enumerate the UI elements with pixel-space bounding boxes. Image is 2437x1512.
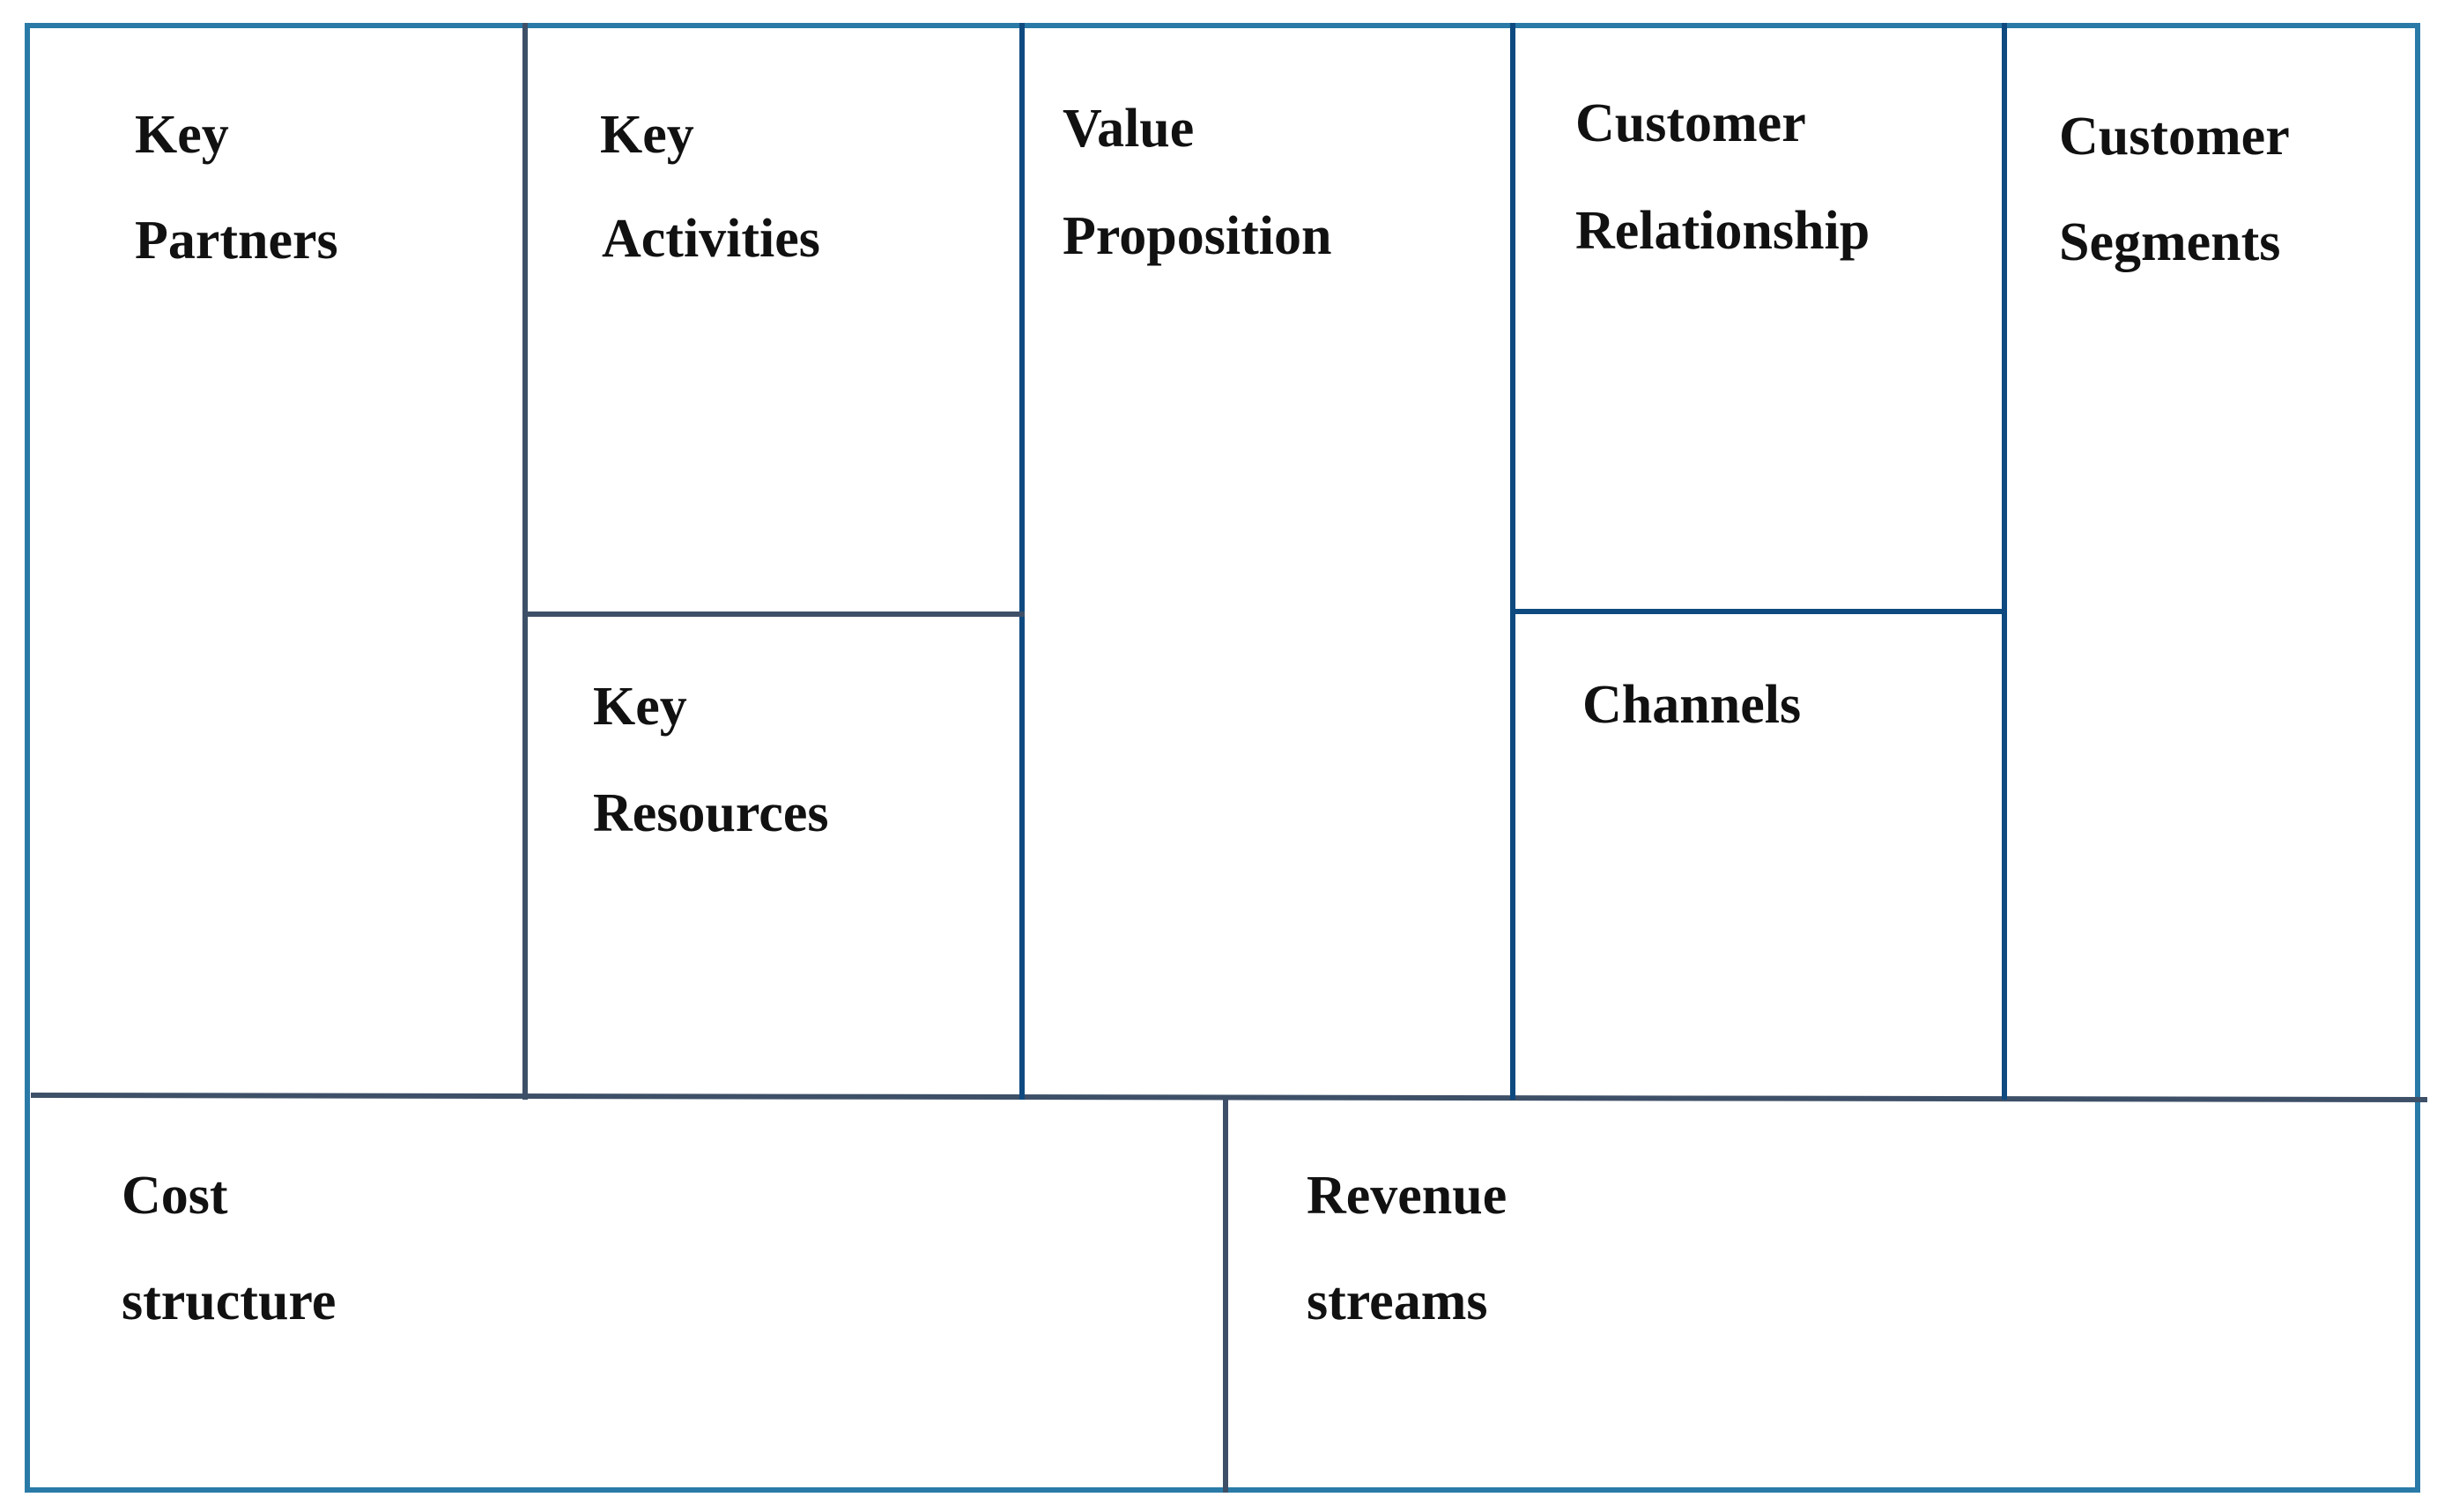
block-key-activities: Key Activities (600, 105, 820, 269)
block-revenue-streams: Revenue streams (1307, 1166, 1507, 1331)
channels-line1: Channels (1582, 675, 1801, 735)
customer-relationship-line2: Relationship (1575, 201, 1870, 261)
block-customer-segments: Customer Segments (2059, 107, 2290, 272)
value-proposition-line2: Proposition (1063, 206, 1331, 266)
outer-frame (25, 23, 2420, 1493)
customer-segments-line1: Customer (2059, 107, 2290, 167)
block-channels: Channels (1582, 675, 1801, 735)
block-key-resources: Key Resources (593, 677, 828, 843)
customer-relationship-line1: Customer (1575, 93, 1806, 153)
key-resources-line2: Resources (593, 783, 828, 843)
block-key-partners: Key Partners (135, 105, 338, 271)
block-customer-relationship: Customer Relationship (1575, 93, 1870, 261)
cost-structure-line1: Cost (122, 1166, 228, 1226)
revenue-streams-line1: Revenue (1307, 1166, 1507, 1226)
key-partners-line1: Key (135, 105, 229, 165)
customer-segments-line2: Segments (2059, 212, 2280, 272)
key-partners-line2: Partners (135, 211, 338, 271)
cost-structure-line2: structure (122, 1271, 336, 1331)
value-proposition-line1: Value (1063, 99, 1194, 159)
horizontal-divider-main (30, 1092, 2428, 1103)
block-cost-structure: Cost structure (122, 1166, 336, 1331)
block-value-proposition: Value Proposition (1063, 99, 1331, 266)
revenue-streams-line2: streams (1307, 1271, 1487, 1331)
key-resources-line1: Key (593, 677, 687, 737)
key-activities-line1: Key (600, 105, 694, 165)
key-activities-line2: Activities (602, 209, 820, 269)
